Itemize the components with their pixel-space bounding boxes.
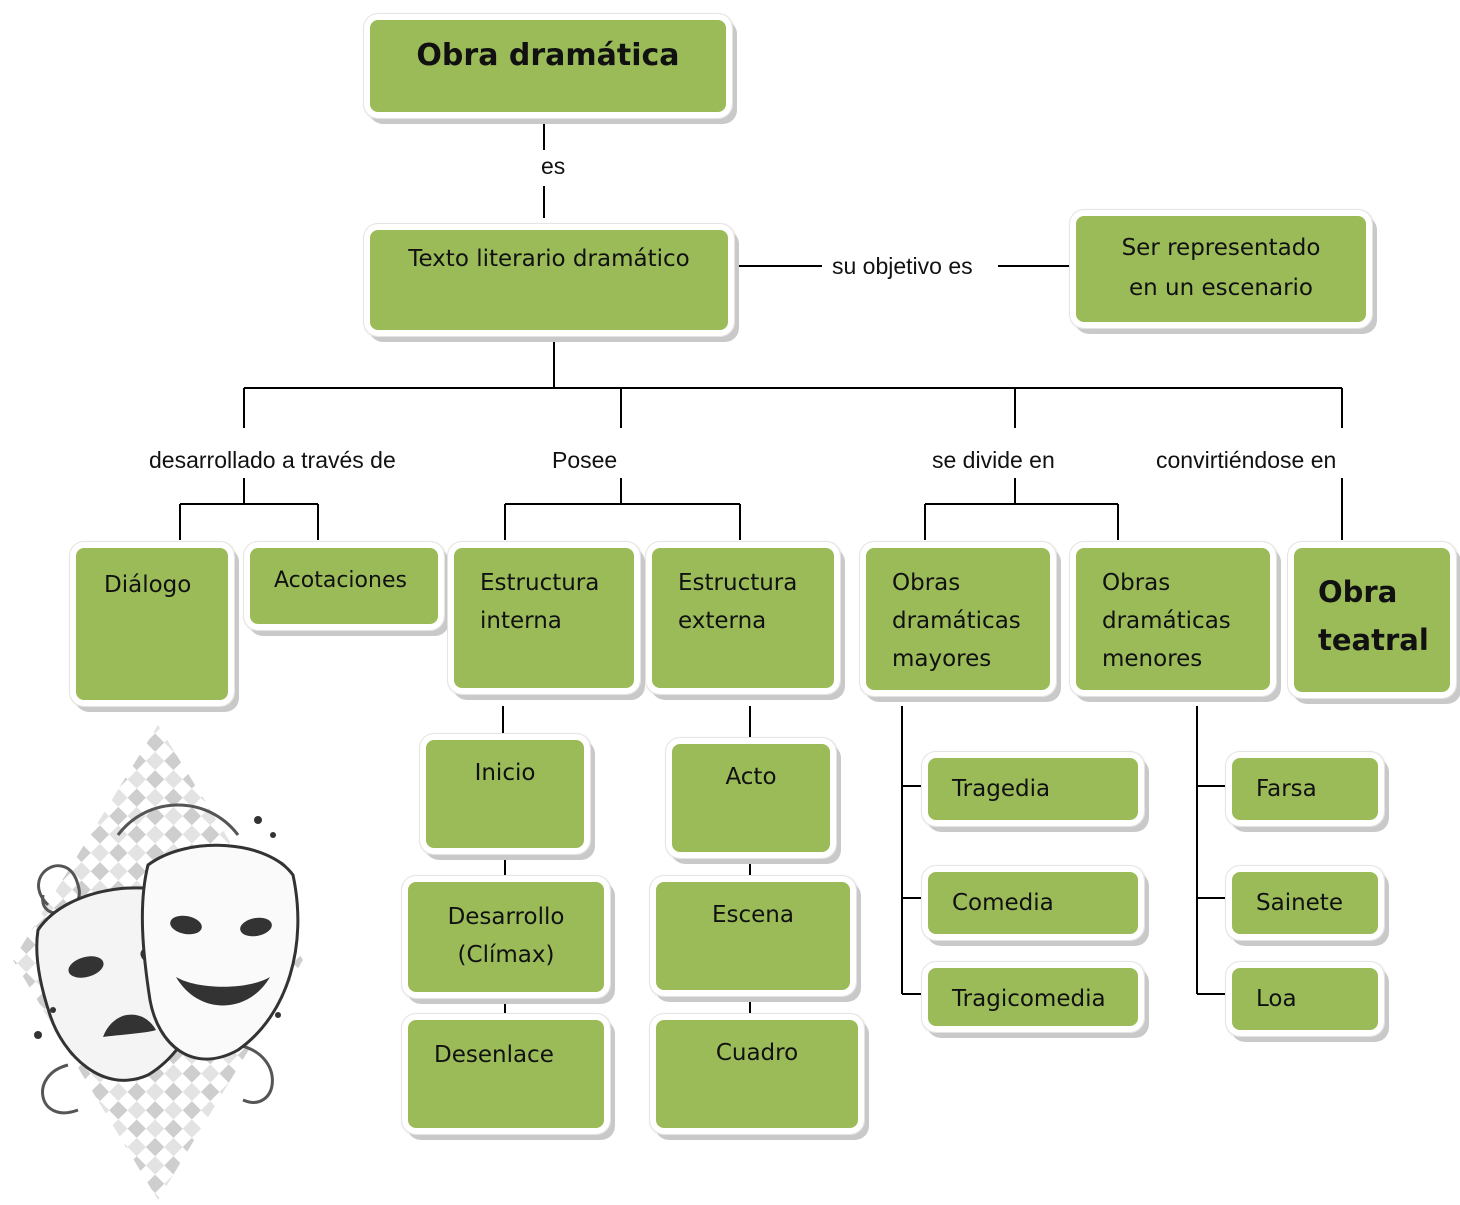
label-es: es — [539, 152, 568, 180]
node-tragedia: Tragedia — [921, 751, 1145, 827]
node-comedia: Comedia — [921, 865, 1145, 941]
node-desenlace: Desenlace — [401, 1013, 611, 1135]
node-loa: Loa — [1225, 961, 1385, 1037]
label-desarrollado: desarrollado a través de — [147, 446, 398, 474]
label-posee: Posee — [550, 446, 620, 474]
node-estructura-interna: Estructura interna — [447, 541, 641, 695]
node-obra-dramatica: Obra dramática — [363, 13, 733, 119]
node-objetivo: Ser representado en un escenario — [1069, 209, 1373, 329]
label-divide: se divide en — [930, 446, 1057, 474]
node-escena: Escena — [649, 875, 857, 997]
node-farsa: Farsa — [1225, 751, 1385, 827]
theater-masks-illustration — [13, 725, 303, 1200]
node-acto: Acto — [665, 737, 837, 859]
node-obras-mayores: Obras dramáticas mayores — [859, 541, 1057, 697]
happy-mask — [140, 843, 300, 1061]
node-desarrollo: Desarrollo (Clímax) — [401, 875, 611, 999]
decorative-dots — [34, 816, 281, 1039]
label-convirtiendo: convirtiéndose en — [1154, 446, 1339, 474]
node-acotaciones: Acotaciones — [243, 541, 445, 631]
node-obra-teatral: Obra teatral — [1287, 541, 1457, 699]
node-texto-literario: Texto literario dramático — [363, 223, 735, 337]
node-sainete: Sainete — [1225, 865, 1385, 941]
label-objetivo: su objetivo es — [830, 252, 975, 280]
node-obras-menores: Obras dramáticas menores — [1069, 541, 1277, 697]
node-tragicomedia: Tragicomedia — [921, 961, 1145, 1033]
node-estructura-externa: Estructura externa — [645, 541, 841, 695]
node-cuadro: Cuadro — [649, 1013, 865, 1135]
node-inicio: Inicio — [419, 733, 591, 855]
node-dialogo: Diálogo — [69, 541, 235, 707]
